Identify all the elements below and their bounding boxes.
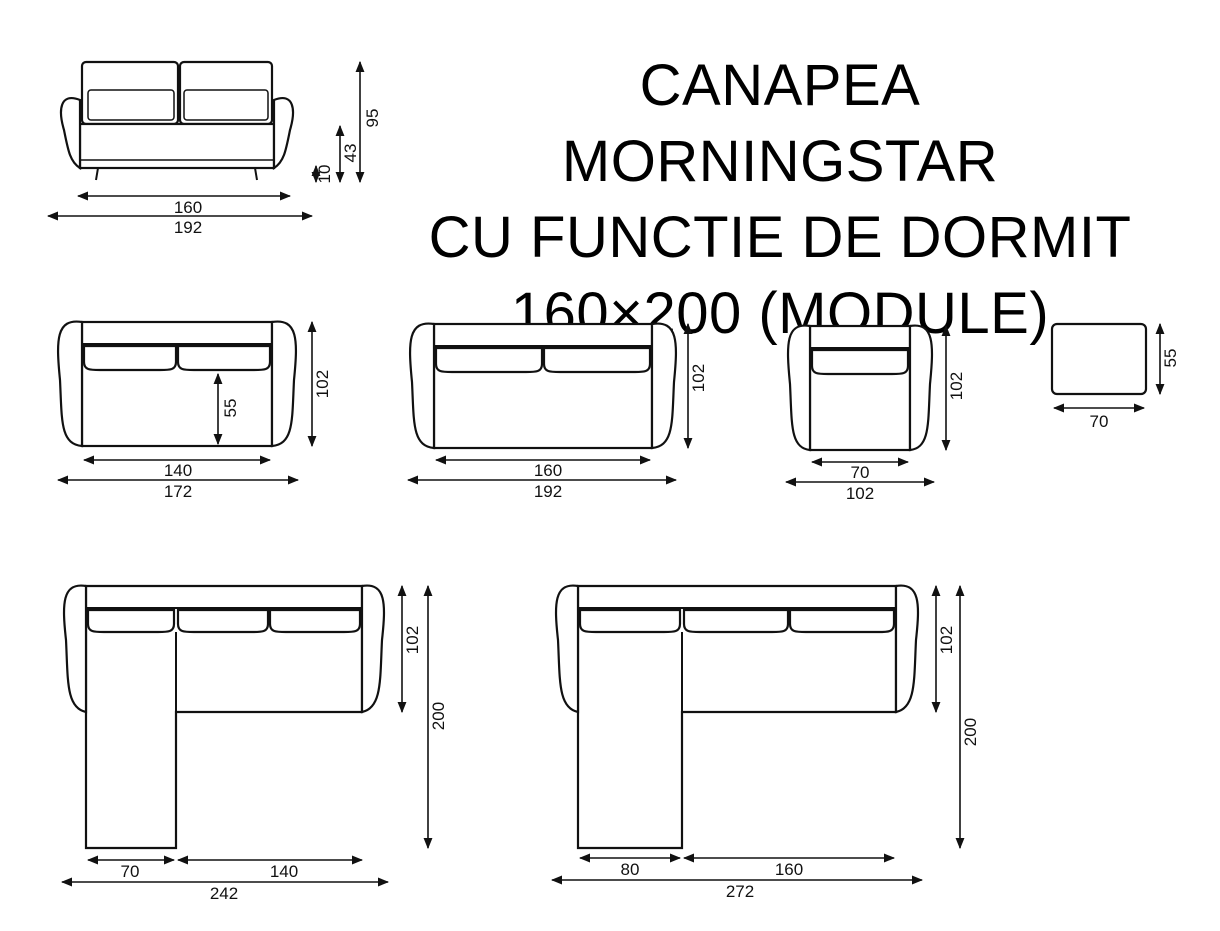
pouf-depth-label: 55 [1161,349,1180,368]
back-cushion-right [178,60,274,126]
corner-242-seat-width-label: 140 [270,862,298,881]
armchair-depth-label: 102 [947,372,966,400]
module-160-inner-width-label: 160 [534,461,562,480]
armchair-outer-width-label: 102 [846,484,874,503]
front-seat-height-label: 43 [341,144,360,163]
corner-272-chaise-width-label: 80 [621,860,640,879]
module-160-sofa [408,322,678,450]
armchair-arm-right [908,324,934,452]
module-160-arm-left [408,322,436,450]
front-leg-height-label: 10 [315,165,334,184]
armchair-body [808,324,912,452]
module-140-arm-right [270,320,298,448]
corner-242-depth-label: 102 [403,626,422,654]
arm-right [272,97,294,170]
corner-272-total-depth-label: 200 [961,718,980,746]
seat-body [78,122,276,170]
corner-242-chaise-width-label: 70 [121,862,140,881]
module-160-depth-label: 102 [689,364,708,392]
corner-242-total-width-label: 242 [210,884,238,903]
corner-242-total-depth-label: 200 [429,702,448,730]
back-cushion-left [80,60,180,126]
corner-sofa-272 [554,584,920,850]
armchair-inner-width-label: 70 [851,463,870,482]
corner-242-arm-right [360,584,386,714]
corner-272-arm-right [894,584,920,714]
front-view-sofa [60,60,294,181]
module-160-body [432,322,654,450]
module-140-sofa [56,320,298,448]
corner-242-arm-left [62,584,88,714]
pouf-module [1050,322,1148,396]
arm-left [60,97,82,170]
front-outer-width-label: 192 [174,218,202,237]
pouf-width-label: 70 [1090,412,1109,431]
module-140-outer-width-label: 172 [164,482,192,501]
corner-272-seat-width-label: 160 [775,860,803,879]
title-line-1: CANAPEA MORNINGSTAR [561,53,999,194]
module-140-inner-width-label: 140 [164,461,192,480]
title-line-2: CU FUNCTIE DE DORMIT [428,205,1132,270]
module-140-seat-depth-label: 55 [221,399,240,418]
corner-272-total-width-label: 272 [726,882,754,901]
corner-272-depth-label: 102 [937,626,956,654]
corner-272-arm-left [554,584,580,714]
front-inner-width-label: 160 [174,198,202,217]
module-140-body [80,320,274,448]
module-140-arm-left [56,320,84,448]
armchair-module [786,324,934,452]
module-160-arm-right [650,322,678,450]
pillow-left [87,89,175,121]
front-height-label: 95 [363,109,382,128]
module-160-outer-width-label: 192 [534,482,562,501]
corner-sofa-242 [62,584,386,850]
module-140-depth-label: 102 [313,370,332,398]
armchair-arm-left [786,324,812,452]
pillow-right [183,89,269,121]
